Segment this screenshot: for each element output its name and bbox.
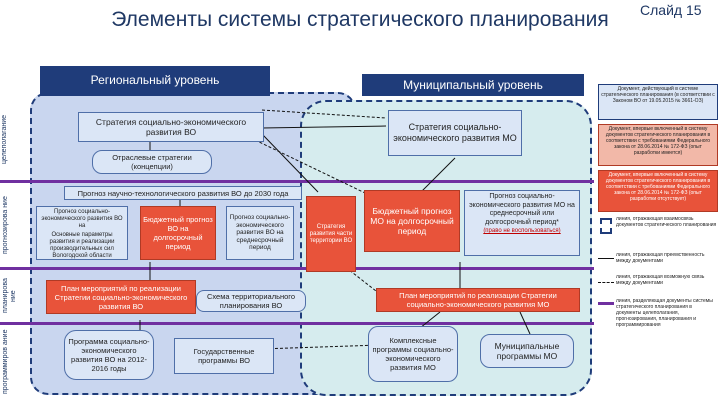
regional-strategy-box: Стратегия социально-экономического разви…: [78, 112, 264, 142]
regional-budget-forecast-box: Бюджетный прогноз ВО на долгосрочный пер…: [140, 206, 216, 260]
divider-programming: [0, 322, 594, 325]
municipal-programs-box: Муниципальные программы МО: [480, 334, 574, 368]
mo-budget-forecast-box: Бюджетный прогноз МО на долгосрочный пер…: [364, 190, 460, 252]
municipal-header: Муниципальный уровень: [362, 74, 584, 96]
regional-forecast-short-note: Основные параметры развития и реализации…: [49, 232, 115, 259]
regional-forecast-short-box: Прогноз социально-экономического развити…: [36, 206, 128, 260]
mo-forecast-box: Прогноз социально- экономического развит…: [464, 190, 580, 256]
mo-strategy-box: Стратегия социально-экономического разви…: [388, 110, 522, 156]
municipal-header-label: Муниципальный уровень: [403, 78, 543, 92]
legend-contour-swatch: [600, 218, 612, 234]
regional-forecast-short-text: Прогноз социально-экономического развити…: [41, 209, 123, 229]
legend-valid-doc: Документ, действующий в системе стратеги…: [598, 84, 718, 120]
legend-link-swatch: [598, 258, 614, 259]
sci-tech-forecast-box: Прогноз научно-технологического развития…: [64, 186, 302, 200]
divider-planning: [0, 267, 594, 270]
regional-program-2012-box: Программа социально-экономического разви…: [64, 330, 154, 380]
sector-strategies-box: Отраслевые стратегии (концепции): [92, 150, 212, 174]
regional-header: Региональный уровень: [40, 66, 270, 96]
territory-strategy-box: Стратегия развития части территории ВО: [306, 196, 356, 272]
mo-forecast-note: (право не воспользоваться): [483, 228, 561, 234]
regional-forecast-mid-box: Прогноз социально-экономического развити…: [226, 206, 294, 260]
mo-forecast-body: экономического развития МО на среднесроч…: [469, 201, 575, 226]
legend-purple-text: линия, разделяющая документы системы стр…: [616, 298, 713, 328]
legend-contour-text: линия, отражающая взаимосвязь документов…: [616, 216, 717, 228]
legend-new-doc-experience: Документ, впервые включенный в систему д…: [598, 124, 718, 166]
mo-action-plan-box: План мероприятий по реализации Стратегии…: [376, 288, 580, 312]
legend-purple-swatch: [598, 302, 614, 305]
complex-programs-box: Комплексные программы социально-экономич…: [368, 326, 458, 382]
legend-new-doc-no-experience: Документ, впервые включенный в систему д…: [598, 170, 718, 212]
slide-number: Слайд 15: [640, 2, 702, 18]
territorial-scheme-box: Схема территориального планирования ВО: [196, 290, 306, 312]
legend-dashed-text: линия, отражающая возможную связь между …: [616, 274, 705, 286]
legend-dashed-swatch: [598, 282, 614, 283]
mo-forecast-title: Прогноз социально-: [489, 193, 555, 200]
regional-header-label: Региональный уровень: [90, 73, 220, 87]
legend-link-text: линия, отражающая преемственность между …: [616, 252, 705, 264]
regional-action-plan-box: План мероприятий по реализации Стратегии…: [46, 280, 196, 314]
slide-title: Элементы системы стратегического планиро…: [111, 8, 609, 31]
divider-forecast: [0, 180, 594, 183]
state-programs-box: Государственные программы ВО: [174, 338, 274, 374]
